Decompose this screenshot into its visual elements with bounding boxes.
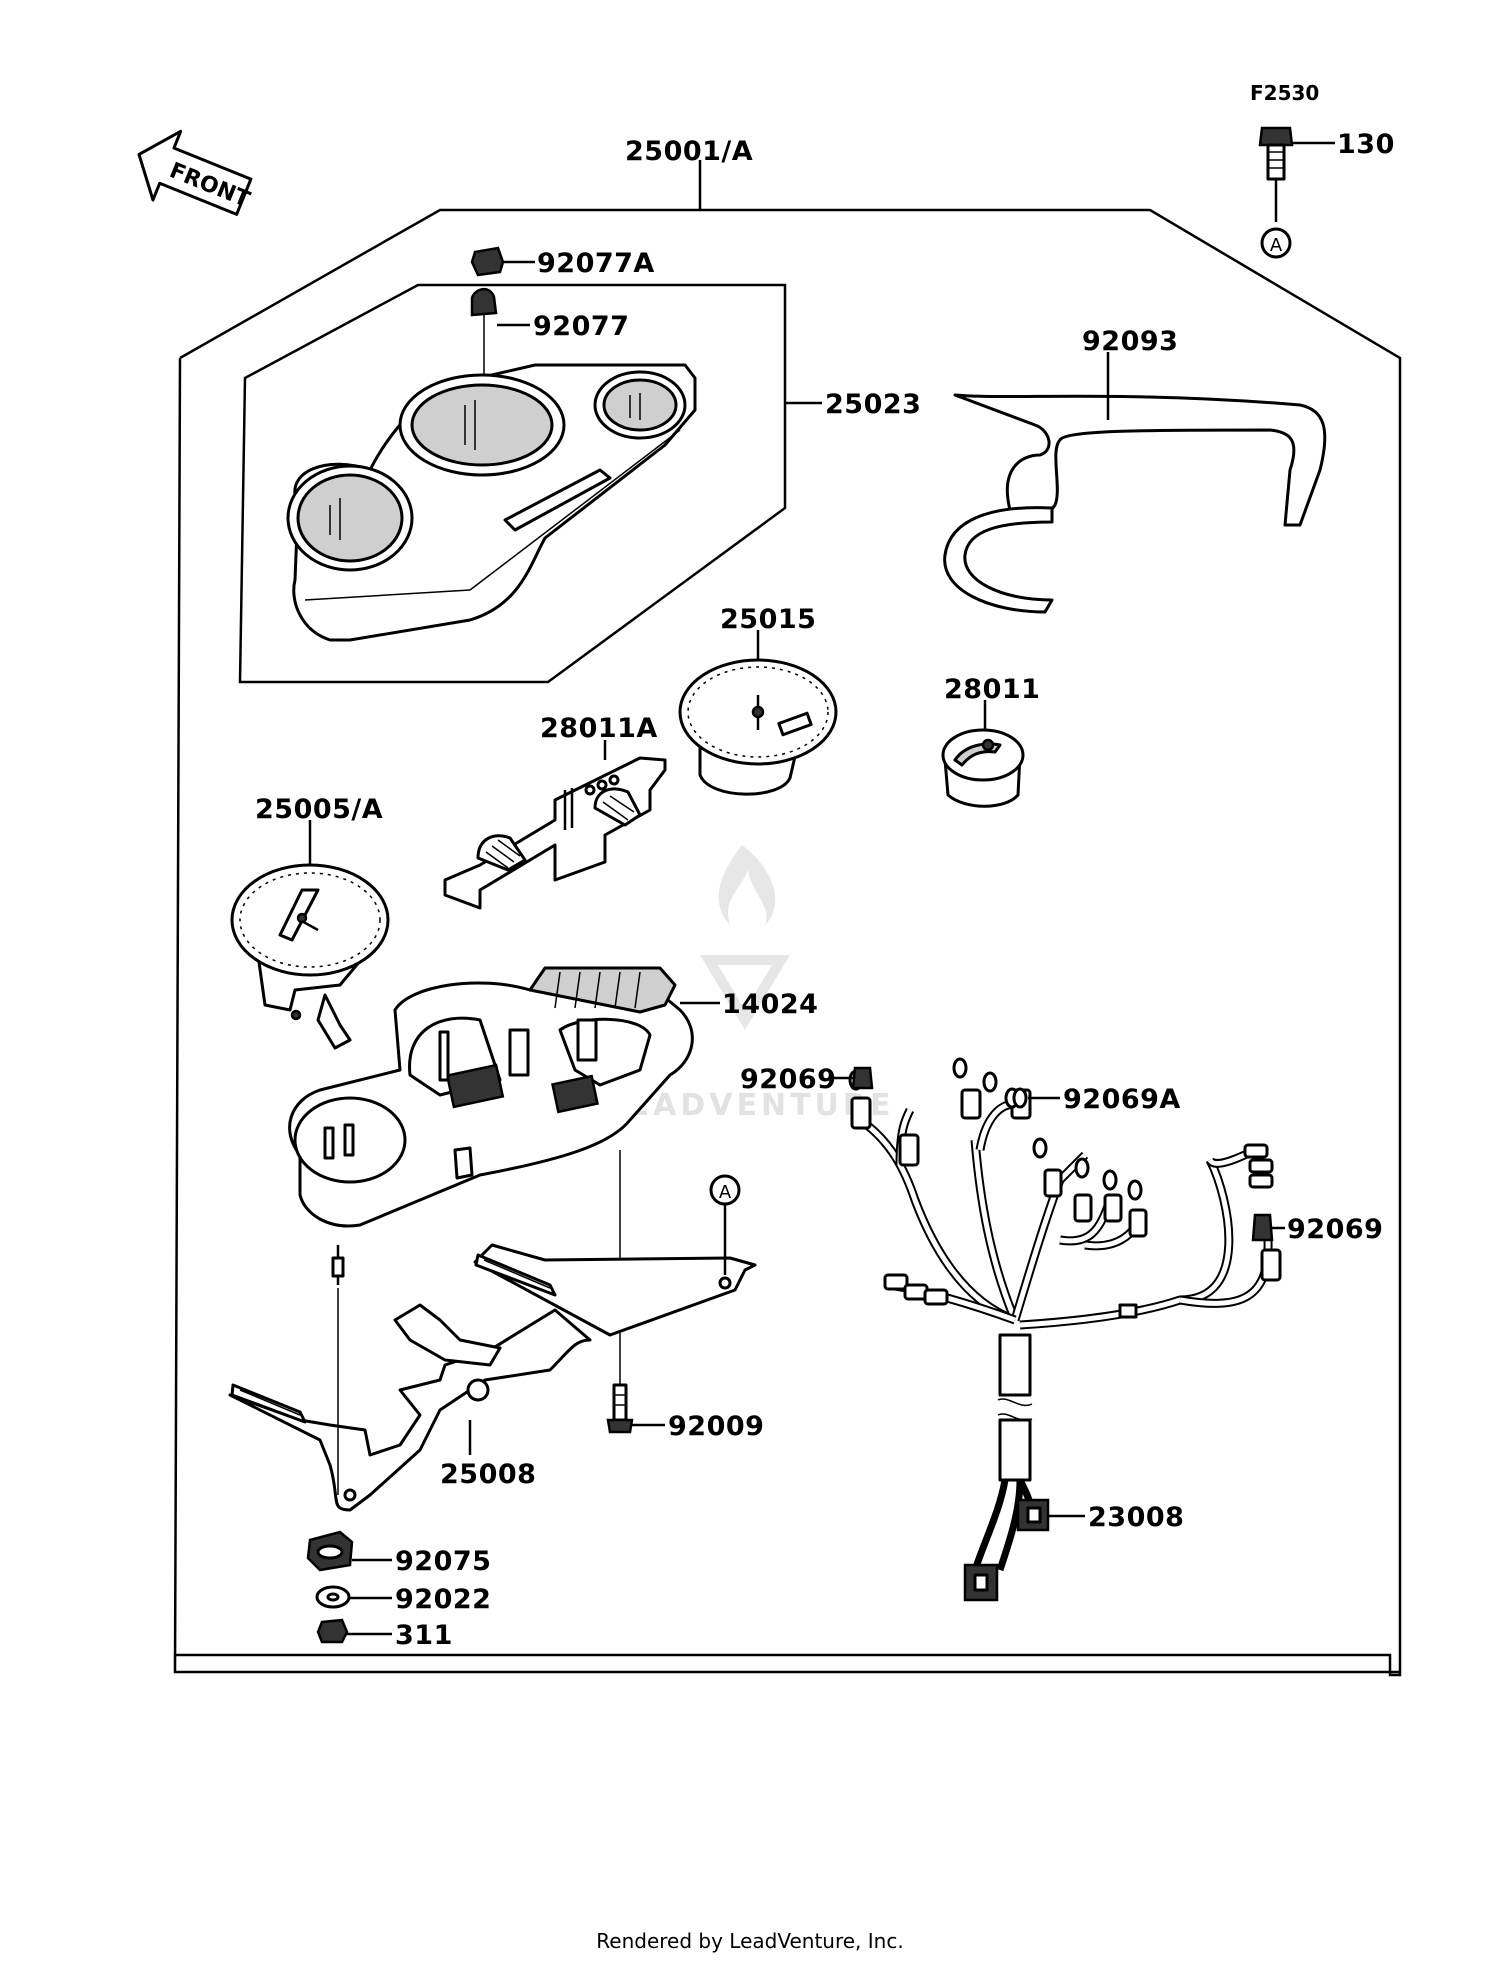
housing-14024 (288, 966, 720, 1355)
label-92069A: 92069A (1063, 1084, 1181, 1115)
label-92075: 92075 (395, 1546, 491, 1577)
label-311: 311 (395, 1620, 453, 1651)
label-92077A: 92077A (537, 248, 655, 279)
ref-a-plate: A (719, 1182, 732, 1203)
label-14024: 14024 (722, 989, 818, 1020)
watermark-logo (700, 845, 790, 1030)
label-25008: 25008 (440, 1459, 536, 1490)
page-code: F2530 (1250, 81, 1319, 105)
gauge-25015 (678, 630, 838, 796)
label-25001A: 25001/A (625, 136, 753, 167)
label-92009: 92009 (668, 1411, 764, 1442)
label-130: 130 (1337, 129, 1395, 160)
cover-box-outline (238, 283, 787, 684)
label-23008: 23008 (1088, 1502, 1184, 1533)
footer-credit: Rendered by LeadVenture, Inc. (596, 1929, 903, 1953)
assembly-outline (173, 208, 1402, 1677)
wire-harness-23008 (848, 1057, 1282, 1602)
connector-cap-92069-top (830, 1066, 874, 1090)
plate-25008: A (228, 1174, 757, 1512)
label-92093: 92093 (1082, 326, 1178, 357)
label-92077: 92077 (533, 311, 629, 342)
bolt-130: A (1258, 126, 1335, 259)
label-28011: 28011 (944, 674, 1040, 705)
label-25015: 25015 (720, 604, 816, 635)
washer-92022 (315, 1585, 392, 1609)
knob-92077A (470, 246, 535, 277)
tachometer-25005A (230, 820, 390, 1050)
screw-92009 (606, 1355, 665, 1434)
front-arrow-icon: FRONT (137, 129, 253, 216)
meter-cover-25023 (286, 363, 697, 642)
ref-a-top: A (1270, 235, 1283, 256)
label-25005A: 25005/A (255, 794, 383, 825)
nut-311 (316, 1618, 392, 1644)
connector-cap-92069-right (1251, 1213, 1285, 1242)
indicator-28011 (941, 700, 1025, 808)
bracket-92093 (943, 352, 1327, 614)
connector-cap-92069A (1012, 1087, 1060, 1109)
grommet-92075 (306, 1530, 392, 1572)
label-92069-top: 92069 (740, 1064, 836, 1095)
label-92069-right: 92069 (1287, 1214, 1383, 1245)
bracket-28011A (443, 740, 667, 910)
label-28011A: 28011A (540, 713, 658, 744)
label-25023: 25023 (825, 389, 921, 420)
label-92022: 92022 (395, 1584, 491, 1615)
